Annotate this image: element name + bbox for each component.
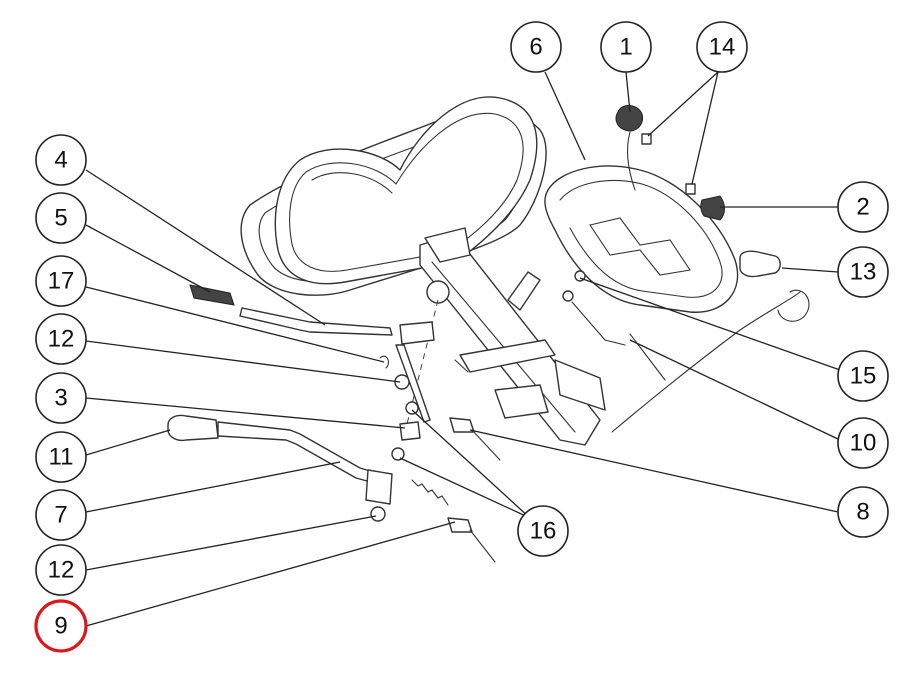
seat-cushion-edge <box>559 179 723 298</box>
pin-wire <box>571 301 626 346</box>
washer-part-16-a <box>391 447 405 461</box>
leader-8 <box>469 429 839 513</box>
washer-part-3 <box>405 401 419 415</box>
linkage-knob <box>426 280 450 304</box>
clip-part-14-b <box>685 183 696 195</box>
leader-7 <box>85 461 341 513</box>
spring-loop <box>777 289 810 322</box>
linkage-lower-block <box>494 384 549 419</box>
knob-part-5 <box>189 284 235 306</box>
cable-end-part-9 <box>447 517 473 533</box>
leader-17 <box>85 286 385 363</box>
callout-2: 2 <box>837 181 889 233</box>
callout-10-label: 10 <box>850 430 877 457</box>
spring-wire-part-10 <box>611 291 801 433</box>
callout-10: 10 <box>837 417 889 469</box>
callout-8: 8 <box>837 486 889 538</box>
leader-12-b <box>85 515 377 571</box>
leader-13 <box>781 267 839 273</box>
leader-12-a <box>85 340 401 383</box>
callout-16: 16 <box>517 505 569 557</box>
leader-14-a <box>647 71 719 137</box>
leader-1 <box>625 71 631 113</box>
leader-14-b <box>691 71 719 185</box>
callout-2-label: 2 <box>856 194 869 221</box>
leader-4 <box>85 169 326 326</box>
cable-part-9 <box>469 529 496 563</box>
callout-15-label: 15 <box>850 363 877 390</box>
linkage-rod <box>454 359 469 373</box>
callout-13-label: 13 <box>850 259 877 286</box>
leader-lines <box>85 71 841 627</box>
leader-9 <box>85 521 456 627</box>
lever-part-7 <box>217 421 381 485</box>
linkage-crossarm <box>459 339 556 373</box>
callout-12-lower: 12 <box>35 544 87 596</box>
callout-3-label: 3 <box>54 385 67 412</box>
callout-15: 15 <box>837 350 889 402</box>
callout-1: 1 <box>600 21 652 73</box>
leader-16-b <box>399 457 531 519</box>
seat-frame-tube-inner <box>289 112 524 272</box>
callout-16-label: 16 <box>530 518 557 545</box>
callout-5-label: 5 <box>54 205 67 232</box>
linkage-side-plate <box>554 359 606 411</box>
leader-3 <box>85 397 406 429</box>
callout-12-upper: 12 <box>35 313 87 365</box>
callout-8-label: 8 <box>856 499 869 526</box>
parts-drawing <box>167 96 810 563</box>
callout-5: 5 <box>35 192 87 244</box>
seat-cushion-slot <box>589 217 691 276</box>
rod-part-4 <box>239 307 393 336</box>
leader-5 <box>85 224 211 293</box>
callout-6: 6 <box>510 21 562 73</box>
callout-12-lower-label: 12 <box>48 557 75 584</box>
lever-plate-part-7 <box>365 469 393 505</box>
clip-part-17 <box>379 355 389 369</box>
callout-7: 7 <box>35 489 87 541</box>
rod-bracket-part-4 <box>399 321 435 345</box>
callout-14: 14 <box>696 21 748 73</box>
seat-cushion <box>544 165 739 313</box>
callout-17: 17 <box>35 255 87 307</box>
leader-15 <box>579 277 841 371</box>
callout-7-label: 7 <box>54 502 67 529</box>
pin-rod <box>629 333 666 381</box>
callout-6-label: 6 <box>529 34 542 61</box>
bushing-part-3 <box>399 421 421 441</box>
callout-11: 11 <box>35 431 87 483</box>
seat-frame-tube-rim <box>311 172 393 194</box>
callout-4: 4 <box>35 134 87 186</box>
leader-10 <box>629 339 841 441</box>
callout-bubbles: 1 2 3 4 5 6 7 8 9 10 11 <box>34 21 889 653</box>
callout-13: 13 <box>837 246 889 298</box>
plug-part-2 <box>700 195 725 221</box>
washer-part-12-lower <box>370 506 386 522</box>
callout-3: 3 <box>35 372 87 424</box>
callout-4-label: 4 <box>54 147 67 174</box>
grip-part-13 <box>739 250 781 278</box>
leader-6 <box>544 71 586 161</box>
callout-14-label: 14 <box>709 34 736 61</box>
linkage-handle <box>507 271 541 311</box>
linkage-bracket <box>424 227 471 263</box>
grip-part-11 <box>167 414 219 442</box>
callout-9: 9 <box>34 599 88 653</box>
cap-cable <box>626 131 636 191</box>
washer-part-15 <box>562 290 574 302</box>
callout-9-label: 9 <box>54 613 67 640</box>
leader-11 <box>85 429 171 456</box>
callout-11-label: 11 <box>49 444 74 471</box>
callout-1-label: 1 <box>619 34 632 61</box>
callout-17-label: 17 <box>48 268 75 295</box>
callout-12-upper-label: 12 <box>48 326 75 353</box>
leader-16-a <box>411 409 531 519</box>
seat-frame-tube <box>274 96 538 285</box>
cable-part-8 <box>471 429 501 461</box>
clip-part-14-a <box>641 133 652 145</box>
spring <box>411 479 449 506</box>
bolt-rod <box>395 344 431 423</box>
